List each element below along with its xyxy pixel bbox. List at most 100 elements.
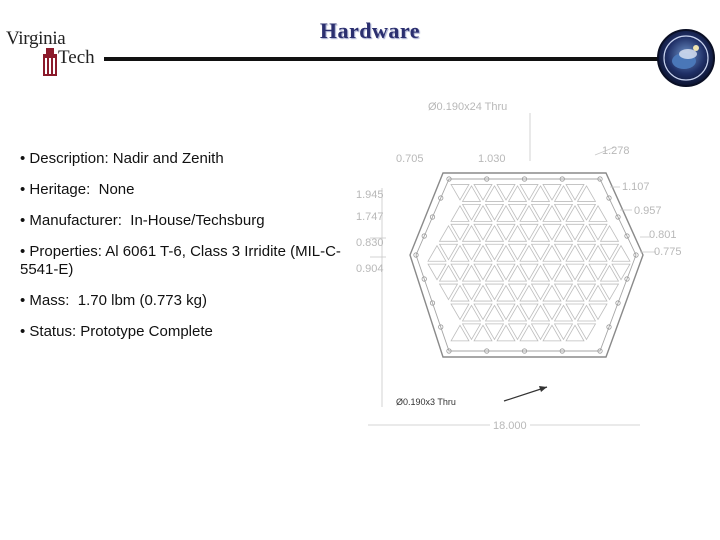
isogrid-pocket: [519, 284, 539, 302]
isogrid-pocket: [588, 284, 608, 302]
isogrid-pocket: [496, 324, 516, 342]
isogrid-pocket: [461, 283, 482, 301]
isogrid-pocket: [519, 223, 539, 241]
isogrid-pocket: [588, 223, 608, 241]
dim-1030: 1.030: [478, 153, 506, 165]
isogrid-pocket: [461, 185, 482, 202]
mission-patch-icon: [657, 29, 715, 87]
isogrid-pocket: [484, 243, 505, 261]
isogrid-pocket: [576, 304, 597, 322]
dim-bottom-callout: Ø0.190x3 Thru: [396, 397, 456, 407]
bullet-heritage: • Heritage: None: [20, 181, 135, 198]
isogrid-pocket: [519, 303, 539, 321]
mounting-hole: [413, 252, 419, 258]
mounting-hole: [606, 195, 612, 201]
isogrid-pocket: [542, 263, 562, 281]
isogrid-pocket: [565, 205, 585, 222]
isogrid-pocket: [461, 243, 482, 261]
isogrid-pocket: [599, 224, 620, 242]
mounting-hole: [429, 300, 436, 306]
isogrid-pocket: [588, 205, 608, 222]
hexagonal-panel-drawing: Ø0.190x24 Thru 0.705 1.030 1.278 1.107 0…: [340, 95, 682, 445]
isogrid-pocket: [484, 224, 505, 242]
isogrid-pocket: [507, 283, 528, 301]
isogrid-pocket: [530, 304, 551, 322]
isogrid-pocket: [473, 244, 493, 262]
isogrid-pocket: [565, 223, 585, 241]
isogrid-pocket: [450, 284, 470, 302]
isogrid-pocket: [507, 185, 528, 202]
isogrid-pocket: [599, 283, 620, 301]
isogrid-pocket: [542, 284, 562, 302]
dim-1747: 1.747: [356, 211, 384, 223]
isogrid-pocket: [542, 223, 562, 241]
isogrid-pocket: [519, 184, 539, 201]
isogrid-pocket: [530, 185, 551, 202]
isogrid-pocket: [530, 243, 551, 261]
isogrid-pocket: [599, 264, 620, 282]
isogrid-pocket: [553, 185, 574, 202]
isogrid-pocket: [519, 263, 539, 281]
isogrid-pocket: [484, 304, 505, 322]
isogrid-pocket: [565, 284, 585, 302]
isogrid-pocket: [565, 263, 585, 281]
isogrid-pocket: [553, 203, 574, 221]
isogrid-pocket: [611, 263, 631, 281]
page-title: Hardware: [319, 18, 421, 43]
mounting-hole: [597, 348, 603, 354]
isogrid-pocket: [473, 205, 493, 222]
isogrid-pocket: [496, 263, 516, 281]
isogrid-pocket: [576, 224, 597, 242]
isogrid-pocket: [576, 185, 597, 202]
isogrid-pocket: [473, 263, 493, 281]
isogrid-pocket: [588, 303, 608, 321]
isogrid-pocket: [565, 303, 585, 321]
mounting-hole: [559, 348, 565, 354]
isogrid-pocket: [450, 324, 470, 342]
isogrid-pocket: [496, 223, 516, 241]
dim-0801: 0.801: [649, 229, 677, 241]
dim-1278: 1.278: [602, 145, 630, 157]
isogrid-pocket: [565, 184, 585, 201]
isogrid-pocket: [484, 203, 505, 221]
dim-0830: 0.830: [356, 237, 384, 249]
dim-width: 18.000: [490, 420, 530, 432]
isogrid-pocket: [484, 264, 505, 282]
isogrid-pocket: [450, 244, 470, 262]
dim-0904: 0.904: [356, 263, 384, 275]
mounting-hole: [521, 176, 528, 182]
isogrid-pocket: [565, 244, 585, 262]
isogrid-pocket: [496, 184, 516, 201]
isogrid-pocket: [542, 324, 562, 342]
isogrid-pocket: [553, 264, 574, 282]
isogrid-pocket: [530, 323, 551, 341]
isogrid-pocket: [461, 203, 482, 221]
isogrid-pocket: [553, 323, 574, 341]
isogrid-pocket: [450, 184, 470, 201]
mounting-hole: [615, 214, 621, 220]
isogrid-pocket: [496, 284, 516, 302]
isogrid-pocket: [484, 283, 505, 301]
mounting-hole: [615, 300, 621, 306]
isogrid-pocket: [507, 243, 528, 261]
isogrid-pocket: [450, 263, 470, 281]
dim-0775: 0.775: [654, 246, 682, 258]
mounting-hole: [438, 195, 444, 201]
isogrid-pocket: [473, 324, 493, 342]
hokie-tower-icon: [43, 48, 57, 76]
isogrid-pocket: [542, 244, 562, 262]
isogrid-pocket: [553, 243, 574, 261]
isogrid-pocket: [484, 323, 505, 341]
isogrid-pocket: [519, 324, 539, 342]
isogrid-pocket: [507, 224, 528, 242]
virginia-tech-logo: Virginia Tech: [6, 28, 106, 84]
isogrid-pocket: [484, 185, 505, 202]
mounting-hole: [429, 214, 436, 220]
isogrid-pocket: [588, 263, 608, 281]
hexagonal-plate-outline: [368, 113, 656, 426]
isogrid-pocket: [438, 243, 459, 261]
isogrid-pocket: [565, 324, 585, 342]
isogrid-pocket: [461, 264, 482, 282]
isogrid-pocket: [473, 223, 493, 241]
bullet-status: • Status: Prototype Complete: [20, 323, 213, 340]
